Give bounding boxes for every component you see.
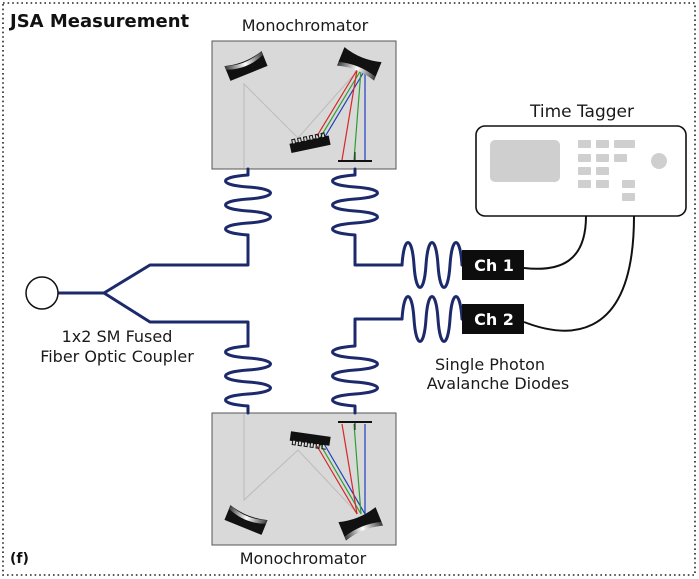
fiber-coil — [331, 167, 404, 267]
beam-blue-b — [322, 441, 366, 515]
panel-label: (f) — [10, 551, 29, 567]
cable-ch2 — [523, 215, 635, 332]
time-tagger-label: Time Tagger — [529, 102, 634, 122]
time-tagger-display-icon — [490, 140, 560, 182]
fiber-upper-branch — [102, 233, 250, 295]
time-tagger-button-grid-icon — [578, 140, 635, 201]
detector-ch2: Ch 2 — [462, 304, 524, 334]
spad-ch1 — [462, 250, 524, 280]
monochromator-top-label: Monochromator — [242, 16, 369, 35]
monochromator-bottom-label: Monochromator — [240, 549, 367, 568]
curved-mirror-icon — [224, 505, 268, 535]
cable-ch1 — [523, 215, 587, 270]
coupler-label-line2: Fiber Optic Coupler — [40, 347, 194, 366]
beam-gray — [243, 69, 359, 168]
diagram-title: JSA Measurement — [8, 11, 190, 32]
fiber-coil — [331, 317, 404, 415]
detector-ch1: Ch 1 — [462, 250, 524, 280]
time-tagger: Time Tagger — [475, 102, 687, 217]
beam-blue-diag — [322, 69, 366, 141]
fiber-coil — [400, 295, 464, 343]
spad-label-line1: Single Photon — [435, 355, 545, 374]
fiber-coil — [224, 344, 272, 415]
beam-green-b — [319, 443, 362, 515]
curved-mirror-icon — [338, 507, 384, 541]
spad-label-line2: Avalanche Diodes — [427, 374, 569, 393]
spad-ch2 — [462, 304, 524, 334]
diffraction-grating-icon — [289, 132, 331, 154]
beam-gray — [243, 414, 359, 515]
fiber-source-circle-icon — [25, 276, 59, 310]
curved-mirror-icon — [336, 47, 382, 81]
coupler-label-line1: 1x2 SM Fused — [62, 327, 173, 346]
diffraction-grating-icon — [289, 431, 331, 450]
fiber-coil — [400, 241, 464, 289]
fiber-lower-branch — [102, 291, 250, 348]
fiber-network — [56, 167, 464, 415]
beam-red-b — [316, 445, 358, 515]
time-tagger-knob-icon — [651, 153, 667, 169]
beam-green — [319, 69, 362, 139]
curved-mirror-icon — [224, 51, 268, 81]
channel-2-label: Ch 2 — [474, 310, 514, 329]
fiber-coil — [224, 167, 272, 237]
monochromator-top: Monochromator — [211, 16, 397, 170]
beam-red-out — [341, 69, 358, 161]
channel-1-label: Ch 1 — [474, 256, 514, 275]
monochromator-bottom: Monochromator — [211, 412, 397, 568]
beam-green-out — [353, 69, 362, 161]
beam-red — [316, 69, 358, 137]
